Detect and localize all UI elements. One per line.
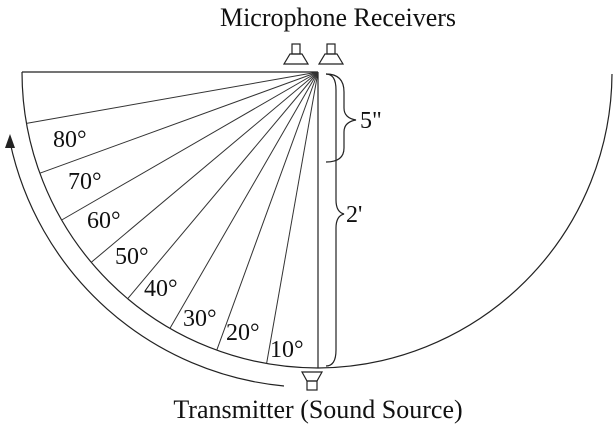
dim-large-label: 2' (346, 202, 362, 228)
ray-50 (90, 71, 319, 263)
rotation-arrow (9, 141, 285, 387)
transmitter-label: Transmitter (Sound Source) (173, 395, 462, 424)
angle-label-80: 80° (53, 127, 87, 153)
angle-label-40: 40° (144, 276, 178, 302)
angle-rays (26, 71, 319, 364)
angle-label-10: 10° (270, 337, 304, 363)
speaker-icon (300, 371, 324, 391)
angle-label-60: 60° (87, 208, 121, 234)
angle-label-30: 30° (183, 306, 217, 332)
dim-small-label: 5" (360, 108, 382, 134)
microphone-receivers-label: Microphone Receivers (220, 3, 456, 32)
ray-60 (61, 71, 319, 221)
angle-label-50: 50° (115, 244, 149, 270)
ray-30 (169, 71, 319, 329)
brace-small (325, 73, 357, 163)
ray-40 (127, 71, 319, 300)
angle-label-20: 20° (226, 320, 260, 346)
ray-70 (39, 71, 319, 174)
arrowhead-icon (5, 134, 15, 148)
ray-10 (266, 71, 319, 364)
brace-large (325, 73, 345, 367)
microphone-right-icon (317, 43, 345, 65)
ray-20 (216, 71, 319, 351)
microphone-left-icon (282, 43, 310, 65)
ray-80 (26, 71, 319, 124)
angle-label-70: 70° (68, 169, 102, 195)
